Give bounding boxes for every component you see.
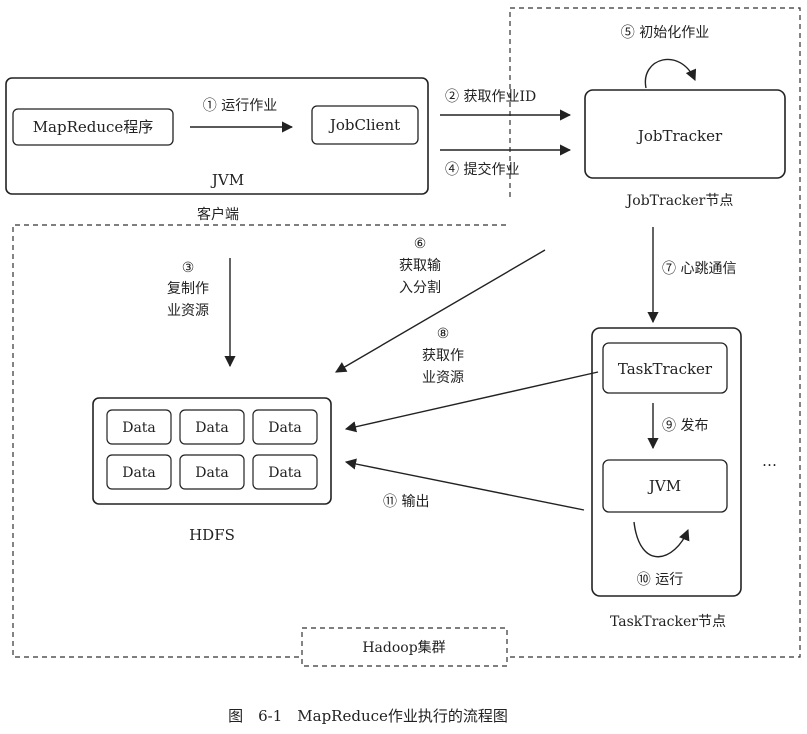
data-block [106,454,172,490]
tasktracker-box [602,342,728,394]
step6-arrow [335,249,546,373]
step6-label-line1: ⑥ [414,236,427,252]
step10-label: ⑩ 运行 [637,572,683,588]
hdfs-box [92,397,332,505]
step8-label-line3: 业资源 [422,370,464,386]
step11-label: ⑪ 输出 [383,494,429,510]
data-block [252,454,318,490]
figure-caption: 图 6-1 MapReduce作业执行的流程图 [228,707,508,725]
data-block-label: Data [195,420,229,436]
data-block [179,409,245,445]
step4-label: ④ 提交作业 [445,161,519,178]
jobtracker-node-label: JobTracker节点 [625,193,734,209]
step11-arrow [344,458,585,511]
step3-label-line1: ③ [182,260,195,276]
tasktracker-label: TaskTracker [618,360,713,378]
ellipsis-more-nodes: … [762,452,777,470]
client-jvm-box [5,77,429,195]
step5-label: ⑤ 初始化作业 [621,24,709,41]
tasktracker-node-box [591,327,742,597]
step8-label-line1: ⑧ [437,326,450,342]
mapreduce-program-label: MapReduce程序 [33,118,154,136]
step3-label-line3: 业资源 [167,303,209,319]
data-block [179,454,245,490]
data-block-label: Data [195,465,229,481]
data-block-label: Data [268,420,302,436]
data-block-label: Data [122,420,156,436]
tasktracker-node-label: TaskTracker节点 [610,614,726,630]
data-block-label: Data [122,465,156,481]
step8-arrow [344,371,599,433]
step7-label: ⑦ 心跳通信 [662,261,736,277]
step5-loop-arrow [644,58,697,89]
step6-label-line2: 获取输 [399,258,441,274]
jobclient-box [311,105,419,145]
data-block [252,409,318,445]
step10-loop-arrow [633,521,690,558]
jobtracker-label: JobTracker [636,127,723,145]
hadoop-cluster-boundary [12,7,801,658]
data-block-label: Data [268,465,302,481]
client-jvm-label: JVM [210,171,244,189]
step8-label-line2: 获取作 [422,348,464,364]
step2-label: ② 获取作业ID [445,89,536,105]
jobclient-label: JobClient [328,116,400,134]
hadoop-cluster-label-box [301,627,508,667]
step6-label-line3: 入分割 [399,279,441,296]
task-jvm-box [602,459,728,513]
jobtracker-box [584,89,786,179]
step3-label-line2: 复制作 [167,280,209,297]
task-jvm-label: JVM [647,477,681,495]
client-label: 客户端 [197,206,239,223]
data-block [106,409,172,445]
step1-label: ① 运行作业 [203,98,277,114]
step9-label: ⑨ 发布 [662,418,708,434]
mapreduce-program-box [12,108,174,146]
hadoop-cluster-label: Hadoop集群 [362,639,445,656]
hdfs-label: HDFS [189,526,235,544]
